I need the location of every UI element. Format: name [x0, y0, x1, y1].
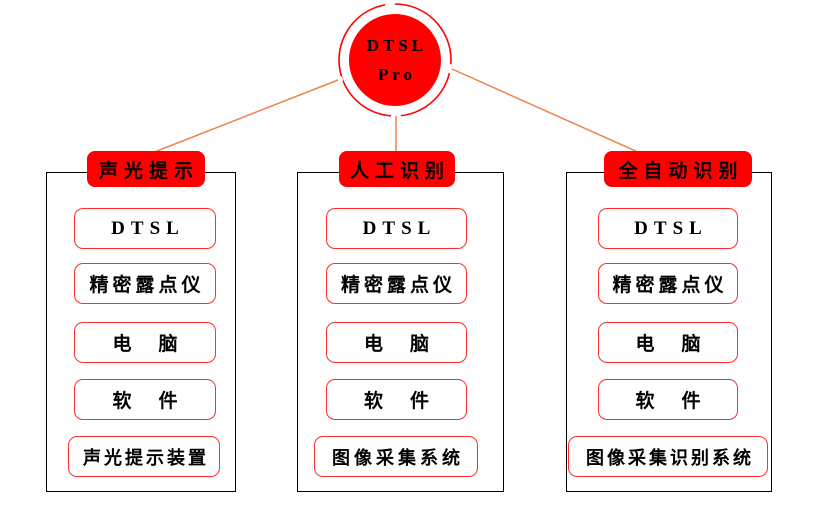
- item-box: 电 脑: [598, 322, 738, 363]
- item-box: 声光提示装置: [68, 436, 220, 477]
- root-node-circle: [349, 14, 441, 106]
- item-box: 图像采集识别系统: [568, 436, 768, 477]
- item-box: 图像采集系统: [314, 436, 478, 477]
- item-box: DTSL: [598, 208, 738, 249]
- column-header-automatic: 全自动识别: [604, 151, 752, 187]
- root-node-line2: Pro: [377, 64, 417, 84]
- root-node-line1: DTSL: [366, 35, 428, 55]
- item-box: DTSL: [74, 208, 216, 249]
- column-header-manual: 人工识别: [339, 151, 455, 187]
- column-header-sound-light: 声光提示: [87, 151, 205, 187]
- item-box: 软 件: [74, 379, 216, 420]
- connector-line-right: [451, 68, 641, 154]
- item-box: 软 件: [598, 379, 738, 420]
- item-box: 精密露点仪: [326, 263, 467, 304]
- item-box: 软 件: [326, 379, 467, 420]
- item-box: 精密露点仪: [74, 263, 216, 304]
- item-box: DTSL: [326, 208, 467, 249]
- item-box: 电 脑: [326, 322, 467, 363]
- item-box: 电 脑: [74, 322, 216, 363]
- item-box: 精密露点仪: [598, 263, 738, 304]
- root-node-label: DTSL Pro: [349, 14, 441, 106]
- ring-gap-top: [385, 0, 395, 9]
- connector-line-left: [151, 79, 339, 154]
